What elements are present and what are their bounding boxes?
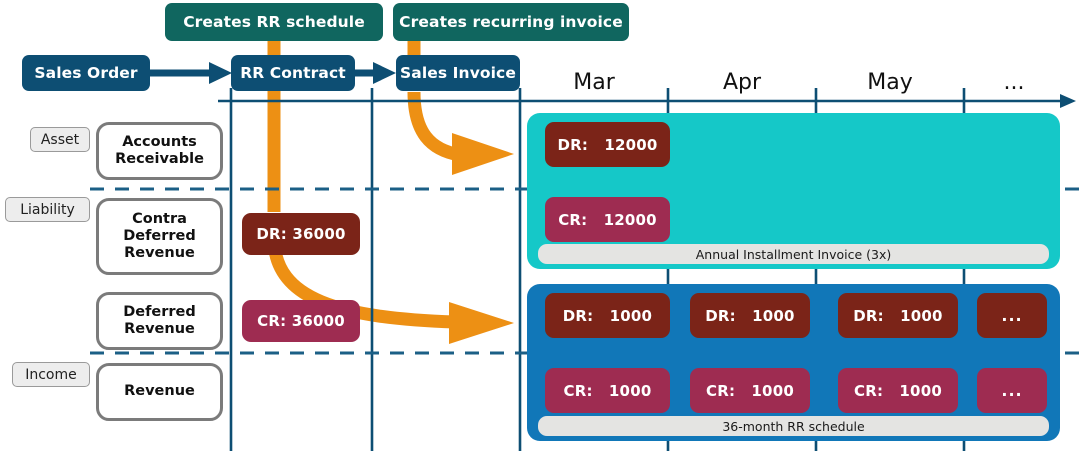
chip-label: DR: 36000 xyxy=(256,225,346,243)
invoice-period-block: DR: 12000 CR: 12000 Annual Installment I… xyxy=(527,113,1060,269)
month-text: Mar xyxy=(573,70,615,95)
account-box-deferred-revenue[interactable]: Deferred Revenue xyxy=(96,292,223,350)
arrow-sales-order-to-rr-contract xyxy=(150,62,232,84)
category-label: Income xyxy=(25,366,77,383)
month-text: May xyxy=(867,70,913,95)
month-text: ... xyxy=(1003,70,1025,95)
flow-step-sales-order[interactable]: Sales Order xyxy=(22,55,150,91)
account-label: Revenue xyxy=(124,383,195,400)
chip-label: CR: 12000 xyxy=(558,210,657,229)
schedule-period-block: DR: 1000 DR: 1000 DR: 1000 ... CR: 1000 … xyxy=(527,284,1060,441)
schedule-debit-chip-more[interactable]: ... xyxy=(977,293,1047,338)
flow-step-rr-contract[interactable]: RR Contract xyxy=(231,55,355,91)
month-label-ellipsis: ... xyxy=(964,70,1064,95)
schedule-debit-chip-apr[interactable]: DR: 1000 xyxy=(690,293,810,338)
contract-debit-chip[interactable]: DR: 36000 xyxy=(242,213,360,255)
timeline-axis xyxy=(218,94,1076,108)
schedule-credit-chip-mar[interactable]: CR: 1000 xyxy=(545,368,670,413)
callout-label: Creates recurring invoice xyxy=(399,13,623,31)
account-box-accounts-receivable[interactable]: Accounts Receivable xyxy=(96,122,223,180)
schedule-debit-chip-may[interactable]: DR: 1000 xyxy=(838,293,958,338)
category-pill-liability: Liability xyxy=(5,197,90,222)
category-pill-income: Income xyxy=(12,362,90,387)
caption-label: 36-month RR schedule xyxy=(722,418,865,434)
contract-credit-chip[interactable]: CR: 36000 xyxy=(242,300,360,342)
account-label: Contra Deferred Revenue xyxy=(123,210,196,262)
chip-label: CR: 1000 xyxy=(854,381,942,400)
account-label: Accounts Receivable xyxy=(115,133,204,167)
chip-label: DR: 12000 xyxy=(557,135,658,154)
arrow-rr-contract-to-sales-invoice xyxy=(355,62,396,84)
category-pill-asset: Asset xyxy=(30,127,90,152)
category-label: Asset xyxy=(40,131,80,148)
flow-step-label: Sales Invoice xyxy=(400,64,516,82)
chip-label: DR: 1000 xyxy=(853,306,943,325)
flow-step-label: RR Contract xyxy=(240,64,346,82)
chip-label: ... xyxy=(1001,306,1023,325)
account-label: Deferred Revenue xyxy=(123,303,196,337)
schedule-credit-chip-more[interactable]: ... xyxy=(977,368,1047,413)
month-label-apr: Apr xyxy=(668,70,816,95)
schedule-caption-bar: 36-month RR schedule xyxy=(538,416,1049,436)
flow-step-label: Sales Order xyxy=(34,64,138,82)
category-label: Liability xyxy=(20,201,75,218)
callout-creates-rr-schedule[interactable]: Creates RR schedule xyxy=(165,3,383,41)
invoice-credit-chip[interactable]: CR: 12000 xyxy=(545,197,670,242)
caption-label: Annual Installment Invoice (3x) xyxy=(695,246,892,262)
chip-label: DR: 1000 xyxy=(562,306,653,325)
schedule-credit-chip-apr[interactable]: CR: 1000 xyxy=(690,368,810,413)
schedule-credit-chip-may[interactable]: CR: 1000 xyxy=(838,368,958,413)
chip-label: ... xyxy=(1001,381,1023,400)
invoice-caption-bar: Annual Installment Invoice (3x) xyxy=(538,244,1049,264)
account-box-contra-deferred-revenue[interactable]: Contra Deferred Revenue xyxy=(96,198,223,275)
invoice-debit-chip[interactable]: DR: 12000 xyxy=(545,122,670,167)
account-box-revenue[interactable]: Revenue xyxy=(96,363,223,421)
chip-label: DR: 1000 xyxy=(705,306,795,325)
chip-label: CR: 1000 xyxy=(706,381,794,400)
chip-label: CR: 1000 xyxy=(563,381,652,400)
flow-step-sales-invoice[interactable]: Sales Invoice xyxy=(396,55,520,91)
month-label-may: May xyxy=(816,70,964,95)
month-text: Apr xyxy=(722,70,762,95)
chip-label: CR: 36000 xyxy=(257,312,345,330)
callout-label: Creates RR schedule xyxy=(183,13,365,31)
callout-creates-recurring-invoice[interactable]: Creates recurring invoice xyxy=(393,3,629,41)
schedule-debit-chip-mar[interactable]: DR: 1000 xyxy=(545,293,670,338)
month-label-mar: Mar xyxy=(520,70,668,95)
